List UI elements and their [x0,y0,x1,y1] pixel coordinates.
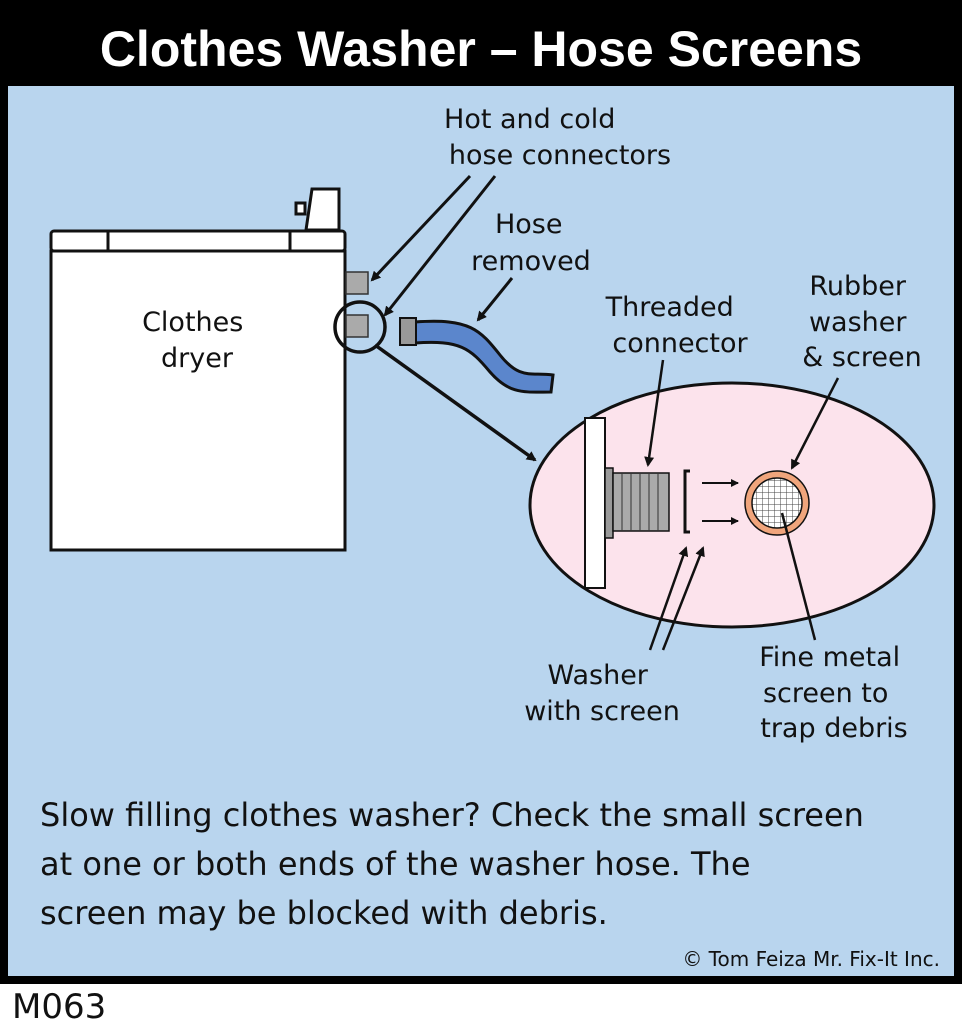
hose-illustration [399,317,555,394]
screen-pointer [780,512,817,641]
detail-ellipse [528,381,936,629]
washer-arrow [661,546,705,651]
connector-arrow [370,174,472,282]
dryer-illustration [49,187,347,552]
rubber-washer-label: Rubber washer & screen [802,271,921,373]
connector-arrow [383,175,497,317]
threaded-arrow [644,359,665,467]
hose-arrow [476,277,514,322]
threaded-connector-label: Threaded connector [605,292,749,359]
hose-connectors [333,271,387,354]
hose-removed-label: Hose removed [471,209,591,277]
metal-screen [751,477,803,529]
highlight-circle [333,300,387,354]
copyright: © Tom Feiza Mr. Fix-It Inc. [682,947,940,971]
washer-with-screen [683,469,690,534]
washer-arrow [648,546,689,651]
zoom-arrow [373,343,537,462]
washer-with-screen-label: Washer with screen [524,660,680,727]
connectors-label: Hot and cold hose connectors [444,104,671,171]
caption: Slow filling clothes washer? Check the s… [40,796,874,932]
figure-code: M063 [12,987,106,1024]
title: Clothes Washer – Hose Screens [100,21,862,77]
rubber-arrow [790,377,840,470]
fine-metal-label: Fine metal screen to trap debris [759,642,909,744]
dryer-label: Clothes dryer [142,307,252,374]
